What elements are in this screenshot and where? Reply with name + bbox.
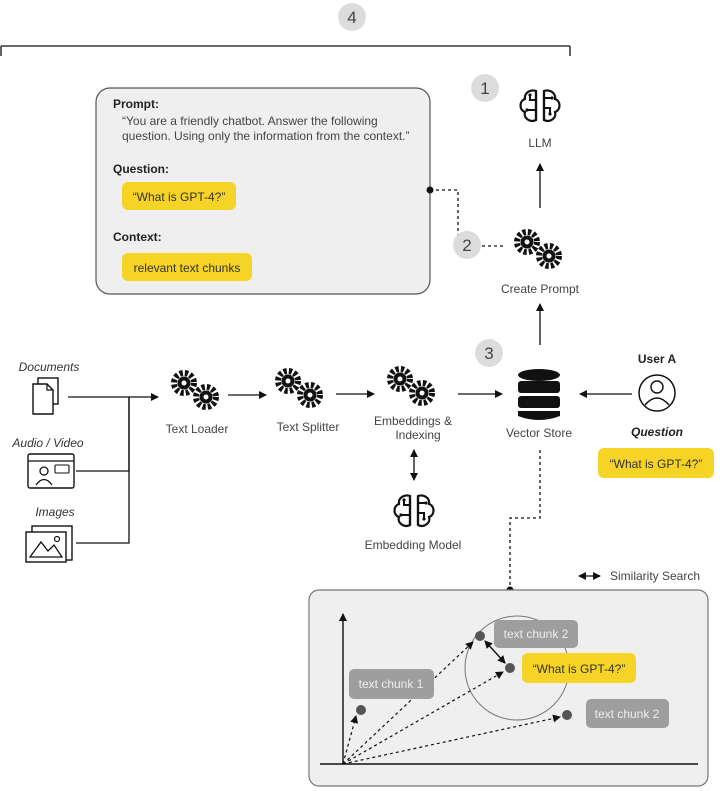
prompt-label: Prompt: bbox=[113, 97, 159, 111]
point-chunk-2-near bbox=[475, 631, 485, 641]
text-loader-node: Text Loader bbox=[166, 373, 229, 436]
text-splitter-label: Text Splitter bbox=[277, 420, 340, 434]
embedding-model-label: Embedding Model bbox=[365, 538, 462, 552]
user-question-highlight bbox=[598, 448, 714, 478]
embeddings-label-line-1: Embeddings & bbox=[374, 414, 452, 428]
prompt-connector bbox=[426, 186, 505, 247]
images-label: Images bbox=[35, 505, 74, 519]
point-query bbox=[505, 663, 515, 673]
user-node: User A Question “What is GPT-4?” bbox=[598, 352, 714, 478]
step-2-marker: 2 bbox=[453, 231, 481, 259]
embedding-vectors bbox=[342, 641, 561, 765]
step-4-number: 4 bbox=[347, 8, 356, 27]
step-2-number: 2 bbox=[462, 236, 471, 255]
embedding-model-node: Embedding Model bbox=[365, 494, 462, 552]
create-prompt-node: Create Prompt bbox=[501, 232, 580, 296]
text-splitter-gears-icon bbox=[278, 371, 320, 405]
text-loader-label: Text Loader bbox=[166, 422, 229, 436]
context-value: relevant text chunks bbox=[134, 261, 241, 275]
audio-video-label: Audio / Video bbox=[11, 436, 83, 450]
llm-node: LLM bbox=[519, 89, 561, 150]
chunk-left-box bbox=[349, 669, 434, 699]
prompt-box: Prompt: “You are a friendly chatbot. Ans… bbox=[95, 87, 431, 295]
embedding-space-plot: text chunk 2 text chunk 1 “What is GPT-4… bbox=[308, 589, 709, 787]
source-connectors bbox=[68, 393, 159, 544]
similarity-legend-label: Similarity Search bbox=[610, 569, 700, 583]
embeddings-label-line-2: Indexing bbox=[395, 428, 440, 442]
embeddings-indexing-node: Embeddings & Indexing bbox=[374, 369, 452, 442]
point-chunk-1 bbox=[356, 705, 366, 715]
user-question-label: Question bbox=[631, 425, 683, 439]
question-label: Question: bbox=[113, 162, 169, 176]
llm-brain-icon bbox=[519, 89, 561, 122]
embedding-model-brain-icon bbox=[393, 494, 435, 527]
user-label: User A bbox=[638, 352, 677, 366]
vector-store-node: Vector Store bbox=[506, 369, 572, 440]
database-icon bbox=[518, 369, 560, 420]
chunk-left-label: text chunk 1 bbox=[359, 677, 424, 691]
documents-icon bbox=[32, 377, 59, 415]
text-splitter-node: Text Splitter bbox=[277, 371, 340, 434]
query-label: “What is GPT-4?” bbox=[533, 662, 626, 676]
llm-label: LLM bbox=[528, 136, 551, 150]
chunk-top-box bbox=[494, 620, 578, 648]
documents-label: Documents bbox=[19, 360, 80, 374]
step-3-marker: 3 bbox=[475, 339, 503, 367]
user-avatar-icon bbox=[638, 374, 676, 412]
create-prompt-gears-icon bbox=[517, 232, 559, 266]
similarity-legend: Similarity Search bbox=[578, 569, 700, 583]
step-3-number: 3 bbox=[484, 344, 493, 363]
question-value: “What is GPT-4?” bbox=[133, 190, 226, 204]
step-1-marker: 1 bbox=[471, 74, 499, 102]
prompt-text-line-2: question. Using only the information fro… bbox=[122, 129, 409, 143]
embeddings-gears-icon bbox=[390, 369, 432, 403]
chunk-right-label: text chunk 2 bbox=[595, 707, 660, 721]
step-1-number: 1 bbox=[480, 79, 489, 98]
video-call-icon bbox=[27, 453, 75, 489]
context-highlight bbox=[122, 253, 252, 281]
point-chunk-2-far bbox=[562, 710, 572, 720]
create-prompt-label: Create Prompt bbox=[501, 282, 580, 296]
images-icon bbox=[25, 525, 73, 563]
similarity-search-arrow bbox=[484, 640, 506, 664]
user-question-value: “What is GPT-4?” bbox=[610, 457, 703, 471]
step-4-bracket bbox=[0, 45, 571, 56]
chunk-top-label: text chunk 2 bbox=[504, 627, 569, 641]
context-label: Context: bbox=[113, 230, 162, 244]
text-loader-gears-icon bbox=[174, 373, 216, 407]
store-to-plot-connector bbox=[509, 450, 541, 590]
query-box bbox=[522, 653, 636, 683]
chunk-right-box bbox=[586, 699, 669, 728]
vector-store-label: Vector Store bbox=[506, 426, 572, 440]
prompt-text-line-1: “You are a friendly chatbot. Answer the … bbox=[122, 114, 378, 128]
question-highlight bbox=[122, 182, 236, 210]
step-4-marker: 4 bbox=[338, 3, 366, 31]
